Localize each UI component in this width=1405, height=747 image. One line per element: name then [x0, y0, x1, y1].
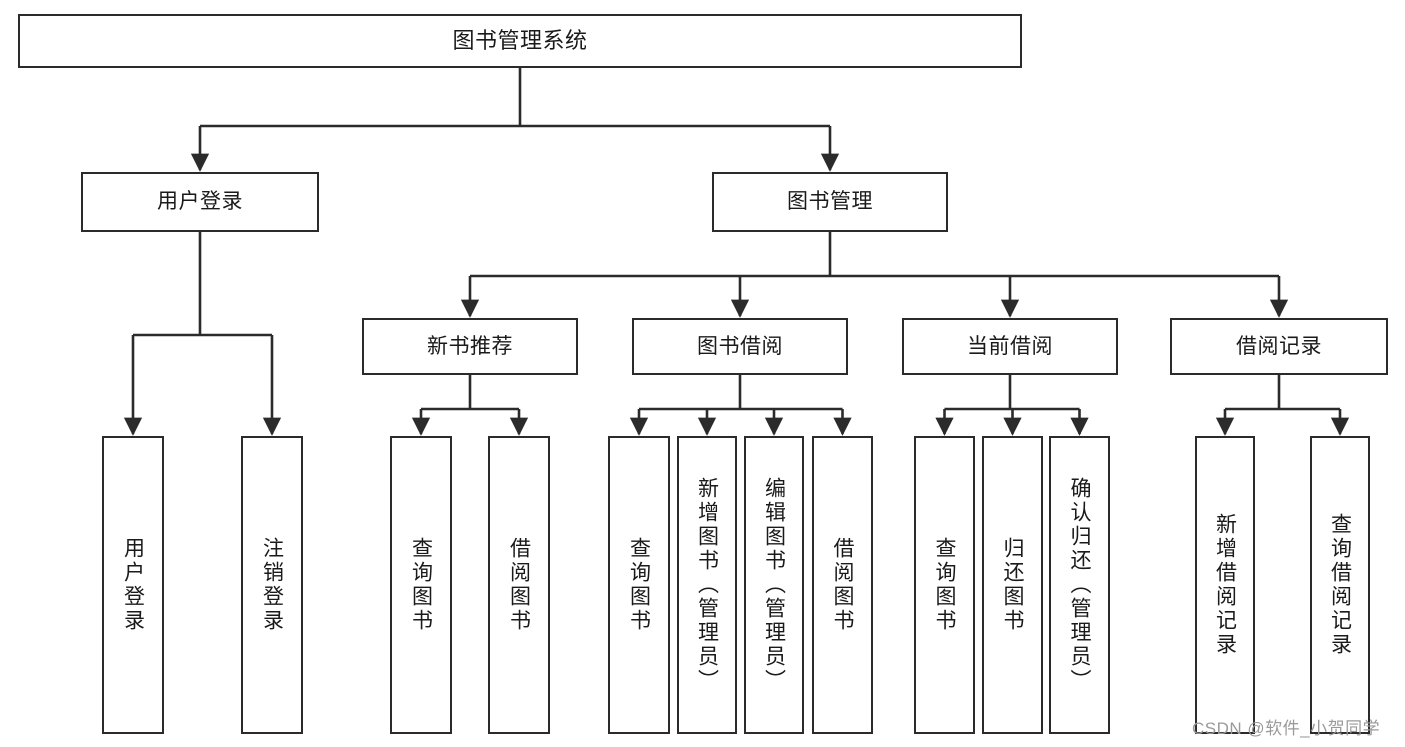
- node-l2-record: 借阅记录: [1170, 318, 1388, 375]
- node-label: 用户登录: [121, 537, 145, 633]
- node-label: 新增图书（管理员）: [695, 477, 719, 693]
- node-label: 新书推荐: [427, 334, 513, 358]
- node-label: 查询图书: [933, 537, 956, 633]
- node-label: 图书管理: [787, 190, 873, 214]
- node-l2-borrow: 图书借阅: [632, 318, 848, 375]
- node-leaf-new-borrow: 借阅图书: [488, 436, 550, 734]
- node-l2-current: 当前借阅: [902, 318, 1118, 375]
- node-label: 图书管理系统: [452, 27, 588, 53]
- node-leaf-bor-borrow: 借阅图书: [812, 436, 873, 734]
- node-l1-book: 图书管理: [712, 172, 948, 232]
- node-leaf-new-query: 查询图书: [390, 436, 452, 734]
- node-l2-newbook: 新书推荐: [362, 318, 578, 375]
- node-label: 借阅图书: [831, 537, 854, 633]
- node-leaf-cur-return: 归还图书: [982, 436, 1043, 734]
- node-root: 图书管理系统: [18, 14, 1022, 68]
- node-leaf-bor-edit: 编辑图书（管理员）: [744, 436, 804, 734]
- node-label: 编辑图书（管理员）: [762, 477, 786, 693]
- node-leaf-bor-add: 新增图书（管理员）: [677, 436, 737, 734]
- node-label: 查询图书: [627, 537, 651, 633]
- node-label: 借阅记录: [1236, 334, 1322, 358]
- node-leaf-user-login: 用户登录: [102, 436, 164, 734]
- node-label: 归还图书: [1001, 537, 1024, 633]
- node-label: 查询图书: [409, 537, 433, 633]
- node-label: 图书借阅: [697, 334, 783, 358]
- node-label: 借阅图书: [507, 537, 531, 633]
- node-label: 当前借阅: [967, 334, 1053, 358]
- node-label: 注销登录: [260, 537, 284, 633]
- node-leaf-bor-query: 查询图书: [608, 436, 670, 734]
- node-leaf-cur-query: 查询图书: [914, 436, 975, 734]
- node-label: 查询借阅记录: [1328, 513, 1352, 657]
- node-l1-user: 用户登录: [81, 172, 319, 232]
- node-leaf-user-logout: 注销登录: [241, 436, 303, 734]
- node-label: 确认归还（管理员）: [1068, 477, 1091, 693]
- node-label: 用户登录: [157, 190, 243, 214]
- node-label: 新增借阅记录: [1213, 513, 1237, 657]
- node-leaf-rec-query: 查询借阅记录: [1310, 436, 1370, 734]
- node-leaf-cur-confirm: 确认归还（管理员）: [1049, 436, 1110, 734]
- csdn-watermark: CSDN @软件_小贺同学: [1192, 719, 1381, 738]
- node-leaf-rec-add: 新增借阅记录: [1195, 436, 1255, 734]
